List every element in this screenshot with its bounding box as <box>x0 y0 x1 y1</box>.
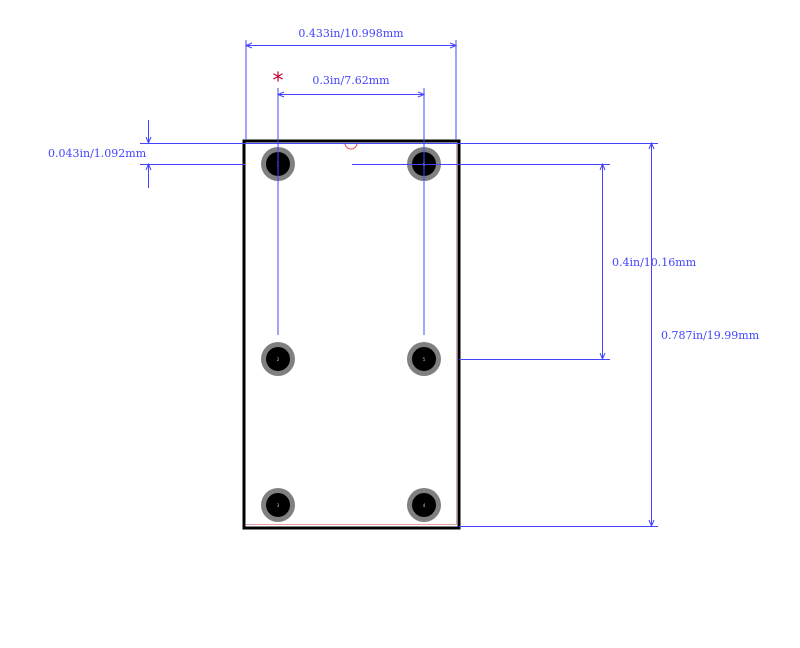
pad-2: 2 <box>261 342 295 376</box>
dimension-lines <box>140 40 658 528</box>
pad-label: 3 <box>277 503 280 508</box>
overall-height-label: 0.787in/19.99mm <box>661 329 760 342</box>
component-outline <box>242 139 461 530</box>
pin-pitch-x-label: 0.3in/7.62mm <box>312 74 390 87</box>
overall-width-label: 0.433in/10.998mm <box>298 27 404 40</box>
pin-pitch-y-label: 0.4in/10.16mm <box>612 256 697 269</box>
pad-offset-label: 0.043in/1.092mm <box>48 147 147 160</box>
pad-5: 5 <box>407 342 441 376</box>
pin1-marker: * <box>273 69 284 94</box>
pad-label: 4 <box>423 503 426 508</box>
pad-3: 3 <box>261 488 295 522</box>
pin1-notch <box>344 142 358 150</box>
pad-label: 2 <box>277 357 280 362</box>
pad-label: 5 <box>423 357 426 362</box>
pad-4: 4 <box>407 488 441 522</box>
